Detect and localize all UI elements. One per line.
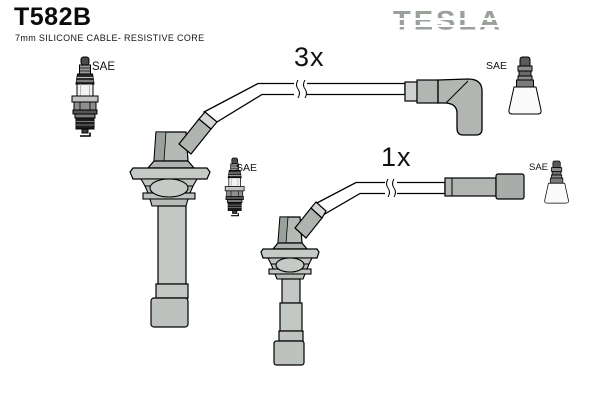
coil-boot bbox=[129, 111, 218, 328]
cable-break-mark bbox=[386, 178, 390, 198]
coil-boot bbox=[260, 201, 327, 366]
cable-assembly-3x: 3x bbox=[129, 42, 483, 328]
part-number: T582B bbox=[14, 3, 92, 31]
sae-label: SAE bbox=[92, 61, 115, 73]
cable-break-gap bbox=[385, 178, 397, 198]
header: T582B 7mm SILICONE CABLE- RESISTIVE CORE… bbox=[0, 0, 600, 50]
sae-label: SAE bbox=[236, 162, 257, 174]
cable-assembly-1x: 1x bbox=[260, 142, 525, 366]
cable-break-mark bbox=[296, 79, 300, 99]
sae-label: SAE bbox=[529, 162, 548, 173]
quantity-label-3x: 3x bbox=[294, 42, 325, 72]
cable-break-mark bbox=[303, 79, 307, 99]
subtitle: 7mm SILICONE CABLE- RESISTIVE CORE bbox=[15, 33, 205, 43]
logo-stripe bbox=[393, 25, 549, 27]
straight-connector bbox=[444, 173, 525, 200]
coil-boot-icon bbox=[544, 160, 569, 204]
sae-label: SAE bbox=[486, 60, 507, 72]
brand-logo-text: TESLA bbox=[393, 6, 504, 36]
cable-break-mark bbox=[392, 178, 396, 198]
quantity-label-1x: 1x bbox=[381, 142, 412, 172]
brand-logo: TESLA bbox=[393, 5, 549, 37]
logo-stripe bbox=[393, 18, 549, 20]
cable-wire bbox=[314, 181, 446, 216]
elbow-connector bbox=[404, 78, 483, 136]
coil-boot-icon bbox=[508, 56, 542, 115]
